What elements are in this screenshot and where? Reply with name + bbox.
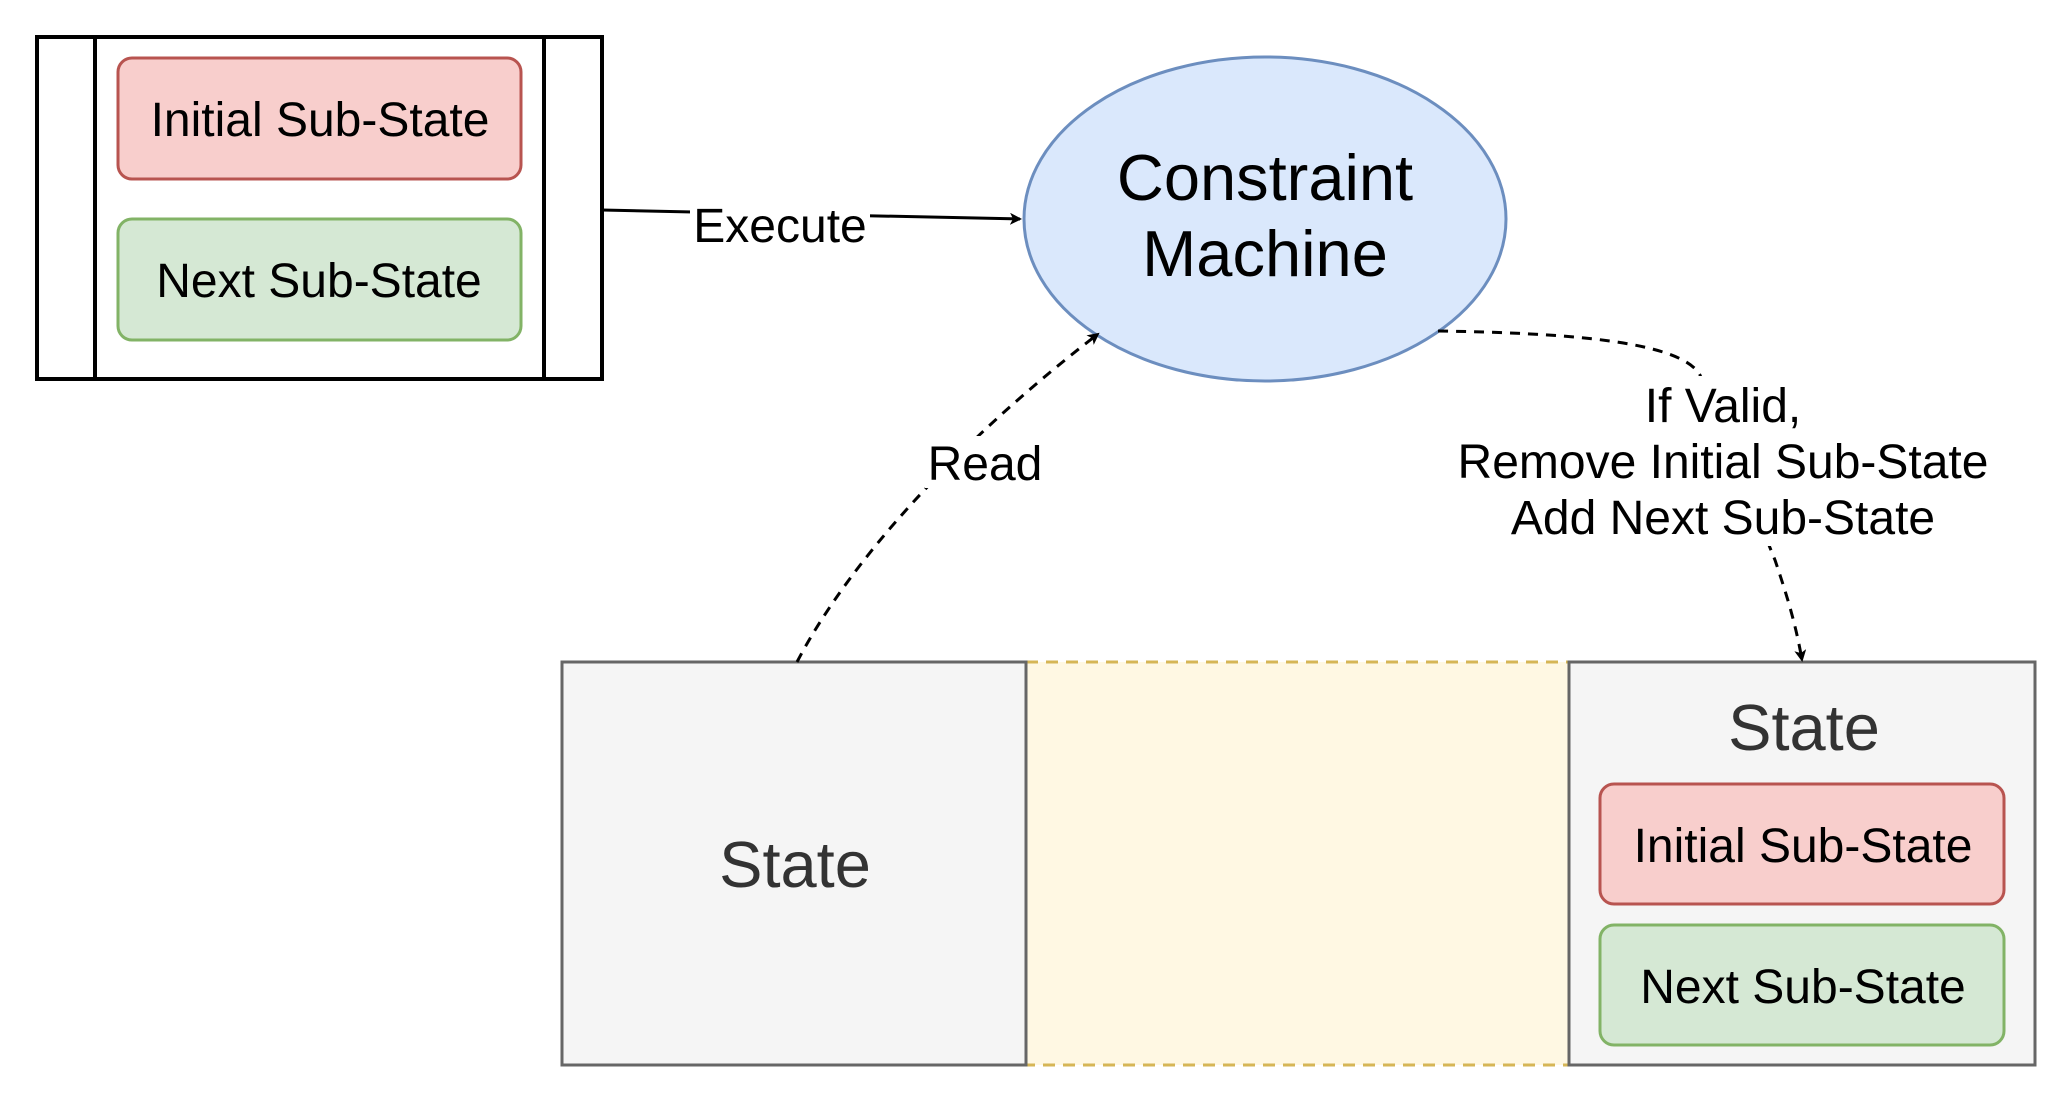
constraint-machine-ellipse [1022, 55, 1508, 383]
write-label-line2: Remove Initial Sub-State [1458, 436, 1989, 489]
state-right-initial-substate [1598, 782, 2006, 906]
transaction-initial-label: Initial Sub-State [151, 94, 490, 147]
read-arrow [795, 332, 1100, 663]
read-edge: Read [795, 332, 1100, 663]
read-label: Read [928, 438, 1043, 491]
write-arrow [1437, 329, 1807, 662]
state-right-label: State [1728, 691, 1880, 764]
execute-label-bg [690, 196, 870, 248]
read-label-bg [925, 436, 1045, 488]
transaction-box: Initial Sub-State Next Sub-State [35, 35, 604, 381]
constraint-machine: Constraint Machine [1022, 55, 1508, 383]
state-left-label: State [719, 828, 871, 901]
state-left: State [560, 660, 1028, 1067]
state-left-box [560, 660, 1028, 1067]
write-edge: If Valid, Remove Initial Sub-State Add N… [1437, 329, 1998, 662]
transaction-next-substate [116, 217, 523, 342]
execute-edge: Execute [601, 196, 1022, 253]
execute-label: Execute [693, 200, 866, 253]
write-label-bg [1448, 376, 1998, 546]
state-gap-region [1024, 660, 1571, 1067]
state-right-next-substate [1598, 923, 2006, 1047]
constraint-machine-title-line1: Constraint [1117, 141, 1413, 214]
state-right-next-label: Next Sub-State [1640, 961, 1966, 1014]
state-right: State Initial Sub-State Next Sub-State [1567, 660, 2037, 1067]
constraint-machine-title-line2: Machine [1142, 217, 1388, 290]
transaction-next-label: Next Sub-State [156, 255, 482, 308]
write-label-line1: If Valid, [1645, 380, 1802, 433]
write-label-line3: Add Next Sub-State [1511, 492, 1935, 545]
state-right-initial-label: Initial Sub-State [1634, 820, 1973, 873]
transaction-initial-substate [116, 56, 523, 181]
